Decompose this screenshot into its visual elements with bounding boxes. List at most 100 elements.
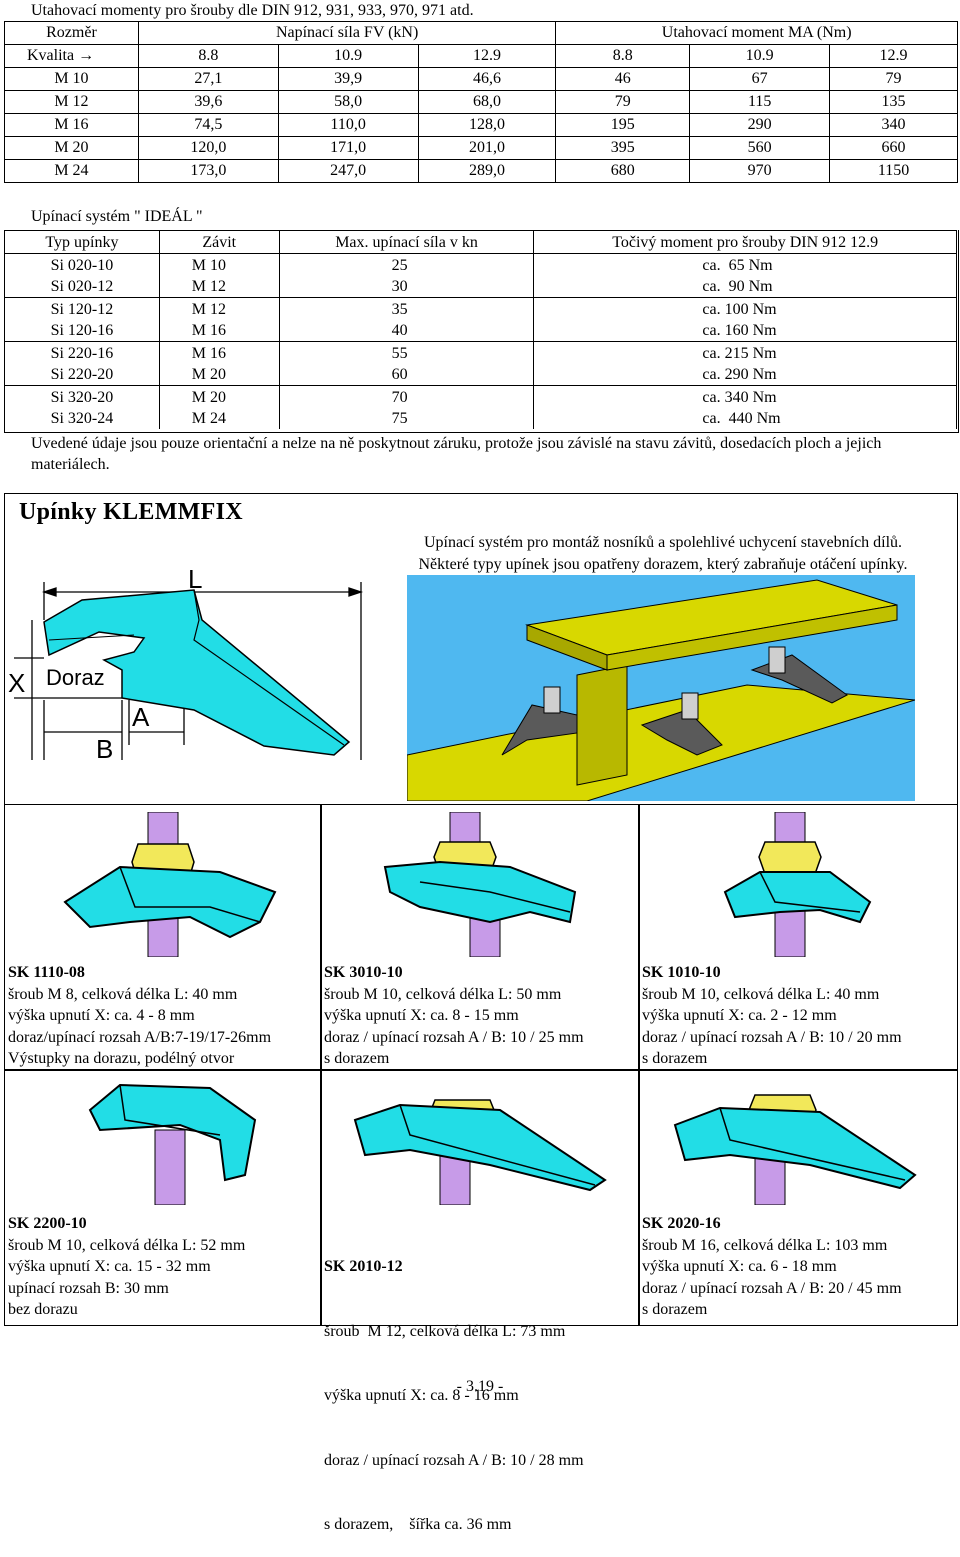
- type-value: Si 220-20: [50, 366, 114, 383]
- col-size-header: Rozměr: [4, 21, 139, 45]
- sk3010-illustration: [383, 812, 577, 957]
- table-cell: 171,0: [277, 136, 419, 160]
- type-value: Si 020-10: [50, 257, 114, 274]
- table-cell: 201,0: [417, 136, 557, 160]
- table-cell: 68,0: [417, 90, 557, 114]
- table-cell: 39,9: [277, 67, 419, 91]
- table-cell: 120,0: [137, 136, 279, 160]
- thread-value: M 20: [191, 389, 227, 406]
- product-code: SK 2020-16: [642, 1215, 721, 1232]
- col-torque-header: Utahovací moment MA (Nm): [555, 21, 958, 45]
- force-value: 70: [391, 389, 408, 406]
- product-caption-sk1010: SK 1010-10 šroub M 10, celková délka L: …: [642, 962, 902, 1070]
- thread-value: M 10: [191, 257, 227, 274]
- table-cell: M 16: [4, 113, 139, 137]
- product-line: výška upnutí X: ca. 4 - 8 mm: [8, 1007, 195, 1024]
- quality-cell: 12.9: [829, 44, 958, 68]
- bolt-left: [543, 686, 561, 714]
- ideal-note: Uvedené údaje jsou pouze orientační a ne…: [31, 435, 882, 473]
- clamp-mid: [640, 709, 723, 756]
- thread-value: M 16: [191, 345, 227, 362]
- clamp-side-view: [43, 589, 351, 756]
- label-L: L: [188, 564, 202, 594]
- product-line: s dorazem, šířka ca. 36 mm: [324, 1516, 512, 1533]
- table-cell: 67: [689, 67, 831, 91]
- type-value: Si 120-12: [50, 301, 114, 318]
- table-cell: 46,6: [417, 67, 557, 91]
- torque-value: ca. 340 Nm: [702, 389, 777, 406]
- torque-value: ca. 215 Nm: [702, 345, 777, 362]
- product-cell: [4, 804, 322, 1071]
- product-cell: [320, 1069, 640, 1326]
- product-line: s dorazem: [642, 1050, 708, 1067]
- product-caption-sk2200: SK 2200-10 šroub M 10, celková délka L: …: [8, 1213, 245, 1321]
- table-cell: M 10: [4, 67, 139, 91]
- table-cell: 58,0: [277, 90, 419, 114]
- klemmfix-title: Upínky KLEMMFIX: [19, 499, 243, 525]
- table-cell: 195: [555, 113, 691, 137]
- table-cell: 1150: [829, 159, 958, 183]
- product-caption-sk2020: SK 2020-16 šroub M 16, celková délka L: …: [642, 1213, 902, 1321]
- product-line: šroub M 8, celková délka L: 40 mm: [8, 985, 238, 1003]
- table-cell: 135: [829, 90, 958, 114]
- product-cell: [638, 1069, 958, 1326]
- table-cell: 79: [829, 67, 958, 91]
- web: [576, 664, 628, 786]
- table-cell: 290: [689, 113, 831, 137]
- product-line: s dorazem: [642, 1301, 708, 1318]
- table-cell: 39,6: [137, 90, 279, 114]
- table-cell: 27,1: [137, 67, 279, 91]
- product-caption-sk3010: SK 3010-10 šroub M 10, celková délka L: …: [324, 962, 584, 1070]
- col-type-header: Typ upínky: [4, 230, 160, 254]
- thread-cell: M 12 M 16: [158, 297, 280, 342]
- quality-cell: 8.8: [555, 44, 691, 68]
- torque-value: ca. 160 Nm: [702, 322, 777, 339]
- bolt-right: [768, 646, 786, 674]
- ideal-table: Typ upínky Závit Max. upínací síla v kn …: [4, 230, 957, 429]
- torque-table: Rozměr Napínací síla FV (kN) Utahovací m…: [4, 21, 958, 183]
- quality-cell: 8.8: [137, 44, 279, 68]
- table-cell: 128,0: [417, 113, 557, 137]
- force-value: 40: [391, 322, 408, 339]
- product-code: SK 3010-10: [324, 964, 403, 981]
- product-line: šroub M 10, celková délka L: 52 mm: [8, 1236, 246, 1254]
- table-cell: M 20: [4, 136, 139, 160]
- force-value: 75: [391, 410, 408, 427]
- thread-value: M 16: [191, 322, 227, 339]
- table-cell: 560: [689, 136, 831, 160]
- quality-cell: 10.9: [277, 44, 419, 68]
- torque-quality-row: Kvalita → 8.8 10.9 12.9 8.8 10.9 12.9: [4, 44, 958, 68]
- klemmfix-top-frame: [4, 528, 958, 804]
- table-cell: 173,0: [137, 159, 279, 183]
- ideal-header-row: Typ upínky Závit Max. upínací síla v kn …: [4, 230, 957, 254]
- type-value: Si 320-24: [50, 410, 114, 427]
- product-line: bez dorazu: [8, 1301, 78, 1318]
- sk2020-illustration: [673, 1094, 917, 1205]
- product-cell: [638, 804, 958, 1071]
- product-line: výška upnutí X: ca. 6 - 18 mm: [642, 1258, 837, 1275]
- force-value: 30: [391, 278, 408, 295]
- quality-cell: 10.9: [689, 44, 831, 68]
- col-torque-header: Točivý moment pro šrouby DIN 912 12.9: [533, 230, 957, 254]
- table-cell: 46: [555, 67, 691, 91]
- torque-header-row: Rozměr Napínací síla FV (kN) Utahovací m…: [4, 21, 958, 45]
- label-A: A: [132, 702, 150, 732]
- product-line: výška upnutí X: ca. 8 - 15 mm: [324, 1007, 519, 1024]
- product-line: upínací rozsah B: 30 mm: [8, 1279, 169, 1297]
- thread-value: M 12: [191, 301, 227, 318]
- table-cell: 247,0: [277, 159, 419, 183]
